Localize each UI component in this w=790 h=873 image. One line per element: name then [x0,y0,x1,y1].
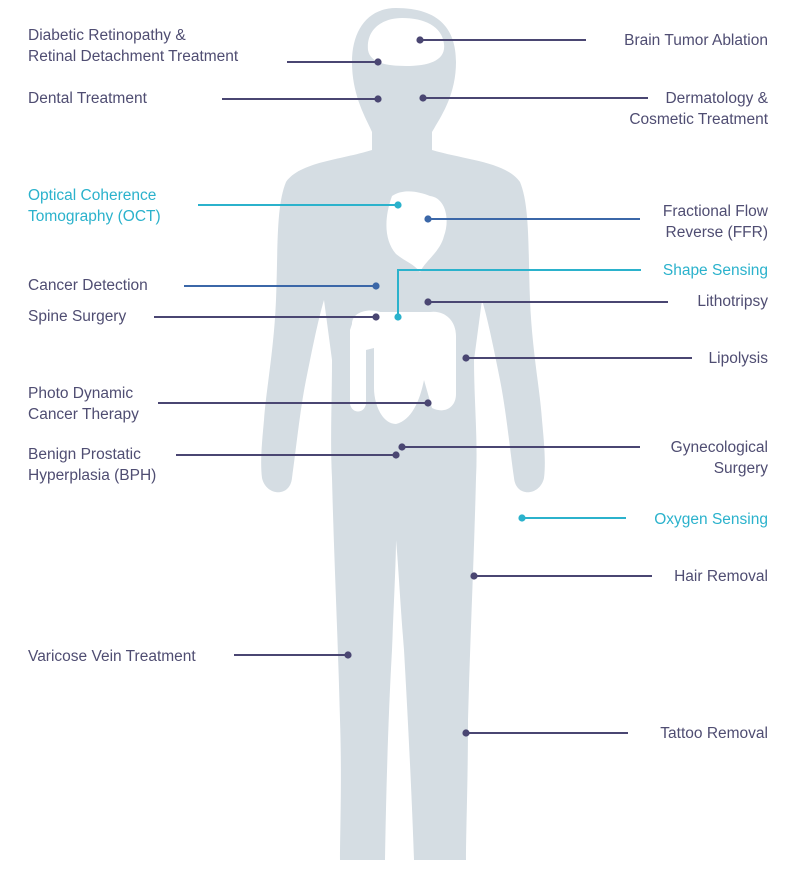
label-lipolysis: Lipolysis [709,348,768,369]
label-line: Cancer Detection [28,275,148,296]
label-oct: Optical Coherence Tomography (OCT) [28,185,161,227]
label-line: Diabetic Retinopathy & [28,25,238,46]
connector-dot-varicose [344,651,351,658]
connector-dot-spine [372,313,379,320]
label-brain-tumor-ablation: Brain Tumor Ablation [624,30,768,51]
label-line: Dermatology & [629,88,768,109]
label-shape-sensing: Shape Sensing [663,260,768,281]
label-line: Hair Removal [674,566,768,587]
label-line: Oxygen Sensing [654,509,768,530]
connector-dot-bph [392,451,399,458]
label-bph: Benign Prostatic Hyperplasia (BPH) [28,444,156,486]
label-photo-dynamic: Photo Dynamic Cancer Therapy [28,383,139,425]
connector-dot-oxygen [518,514,525,521]
label-oxygen-sensing: Oxygen Sensing [654,509,768,530]
label-dermatology: Dermatology & Cosmetic Treatment [629,88,768,130]
label-lithotripsy: Lithotripsy [697,291,768,312]
connector-dot-lipolysis [462,354,469,361]
connector-dot-dermatology [419,94,426,101]
label-cancer-detection: Cancer Detection [28,275,148,296]
label-line: Varicose Vein Treatment [28,646,196,667]
label-line: Spine Surgery [28,306,126,327]
connector-dot-diabetic [374,58,381,65]
label-line: Lithotripsy [697,291,768,312]
label-line: Cancer Therapy [28,404,139,425]
connector-dot-shape-sensing [394,313,401,320]
connector-dot-gynecological [398,443,405,450]
connector-dot-ffr [424,215,431,222]
connector-dot-lithotripsy [424,298,431,305]
label-dental-treatment: Dental Treatment [28,88,147,109]
connector-dot-oct [394,201,401,208]
connector-dot-hair-removal [470,572,477,579]
label-line: Retinal Detachment Treatment [28,46,238,67]
label-line: Reverse (FFR) [663,222,768,243]
label-line: Cosmetic Treatment [629,109,768,130]
label-line: Dental Treatment [28,88,147,109]
connector-dot-cancer-detection [372,282,379,289]
label-line: Photo Dynamic [28,383,139,404]
connector-dot-tattoo [462,729,469,736]
label-line: Surgery [671,458,768,479]
label-varicose-vein: Varicose Vein Treatment [28,646,196,667]
connector-dot-brain-tumor [416,36,423,43]
connector-dot-photo-dynamic [424,399,431,406]
label-hair-removal: Hair Removal [674,566,768,587]
label-line: Benign Prostatic [28,444,156,465]
connector-dot-dental [374,95,381,102]
label-line: Shape Sensing [663,260,768,281]
label-line: Gynecological [671,437,768,458]
label-line: Lipolysis [709,348,768,369]
label-line: Fractional Flow [663,201,768,222]
label-ffr: Fractional Flow Reverse (FFR) [663,201,768,243]
label-line: Hyperplasia (BPH) [28,465,156,486]
label-line: Brain Tumor Ablation [624,30,768,51]
label-spine-surgery: Spine Surgery [28,306,126,327]
label-line: Optical Coherence [28,185,161,206]
label-diabetic-retinopathy: Diabetic Retinopathy & Retinal Detachmen… [28,25,238,67]
label-tattoo-removal: Tattoo Removal [660,723,768,744]
label-line: Tattoo Removal [660,723,768,744]
label-line: Tomography (OCT) [28,206,161,227]
label-gynecological-surgery: Gynecological Surgery [671,437,768,479]
